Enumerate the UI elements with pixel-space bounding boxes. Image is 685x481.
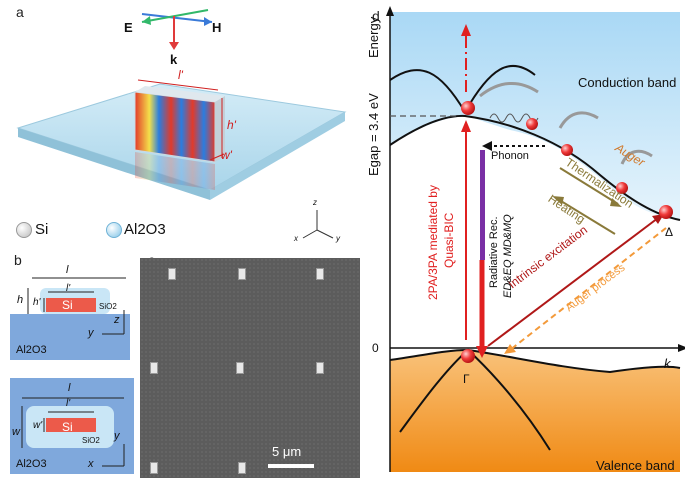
b1-substrate-label: Al2O3 [16, 344, 47, 356]
b2-lp-label: l' [66, 398, 71, 409]
axis-z-label: z [313, 198, 317, 207]
panel-a-letter: a [16, 4, 24, 20]
electron-hot-3 [616, 182, 628, 194]
b1-l-label: l [66, 264, 69, 276]
b2-axis-y-label: y [114, 430, 120, 442]
b1-si-label: Si [62, 298, 73, 312]
b2-sio2-label: SiO2 [82, 436, 100, 445]
b1-lp-label: l' [66, 283, 71, 294]
electron-delta [659, 205, 673, 219]
legend-al2o3-icon [106, 222, 122, 238]
sem-image: 5 μm [140, 258, 360, 478]
electron-hot-2 [561, 144, 573, 156]
axes-triad-icon [302, 210, 334, 239]
b1-axis-y-label: y [88, 327, 94, 339]
b2-w-label: w [12, 426, 20, 438]
electron-gamma-cb [461, 101, 475, 115]
gamma-label: Γ [463, 372, 470, 386]
b1-hp-label: h' [33, 297, 41, 308]
field-h-label: H [212, 20, 222, 35]
panel-b-letter: b [14, 252, 22, 268]
legend-si-label: Si [35, 221, 49, 238]
conduction-band-label: Conduction band [578, 75, 677, 90]
cross-section-diagram [10, 277, 130, 360]
k-axis-label: k [664, 356, 671, 371]
quasi-bic-label: Quasi-BIC [442, 212, 456, 268]
b1-sio2-label: SiO2 [99, 302, 117, 311]
dim-l-label: l' [178, 68, 183, 82]
dim-h-label: h' [227, 118, 236, 132]
b2-substrate-label: Al2O3 [16, 458, 47, 470]
b2-l-label: l [68, 382, 71, 394]
band-diagram [386, 6, 685, 472]
scale-bar-label: 5 μm [272, 444, 302, 459]
legend-si-icon [16, 222, 32, 238]
pillar [168, 268, 176, 280]
b1-axis-z-label: z [114, 314, 120, 326]
b1-h-label: h [17, 294, 24, 306]
pillar [236, 362, 244, 374]
zero-label: 0 [372, 341, 379, 355]
dim-w-label: w' [221, 148, 232, 162]
delta-label: Δ [665, 225, 674, 239]
panel-a-illustration [16, 9, 347, 200]
electron-hot-1 [526, 118, 538, 130]
radiative-label: Radiative Rec. [488, 216, 500, 288]
hole-gamma-vb [461, 349, 475, 363]
valence-band-region [390, 350, 680, 472]
radiative-modes-label: ED&EQ MD&MQ [502, 214, 514, 298]
pillar [238, 268, 246, 280]
scale-bar [268, 464, 314, 468]
valence-band-label: Valence band [596, 458, 675, 473]
pillar [150, 362, 158, 374]
b2-wp-label: w' [33, 420, 43, 431]
energy-axis-label: Energy [366, 16, 381, 58]
axis-y-label: y [336, 234, 340, 243]
si-nanoblock [134, 91, 216, 163]
phonon-label: Phonon [491, 150, 529, 162]
egap-label: Egap = 3.4 eV [366, 93, 381, 176]
pillar [150, 462, 158, 474]
b2-si-label: Si [62, 420, 73, 434]
axis-x-label: x [294, 234, 298, 243]
mediated-label: 2PA/3PA mediated by [426, 185, 440, 300]
pillar [316, 268, 324, 280]
legend-al2o3-label: Al2O3 [124, 221, 166, 238]
top-down-diagram [10, 378, 134, 474]
field-e-label: E [124, 20, 133, 35]
field-k-label: k [170, 52, 178, 67]
pillar [238, 462, 246, 474]
b2-axis-x-label: x [88, 458, 94, 470]
panel-d-letter: d [372, 8, 380, 24]
conduction-band-region [390, 12, 680, 220]
pillar [316, 362, 324, 374]
